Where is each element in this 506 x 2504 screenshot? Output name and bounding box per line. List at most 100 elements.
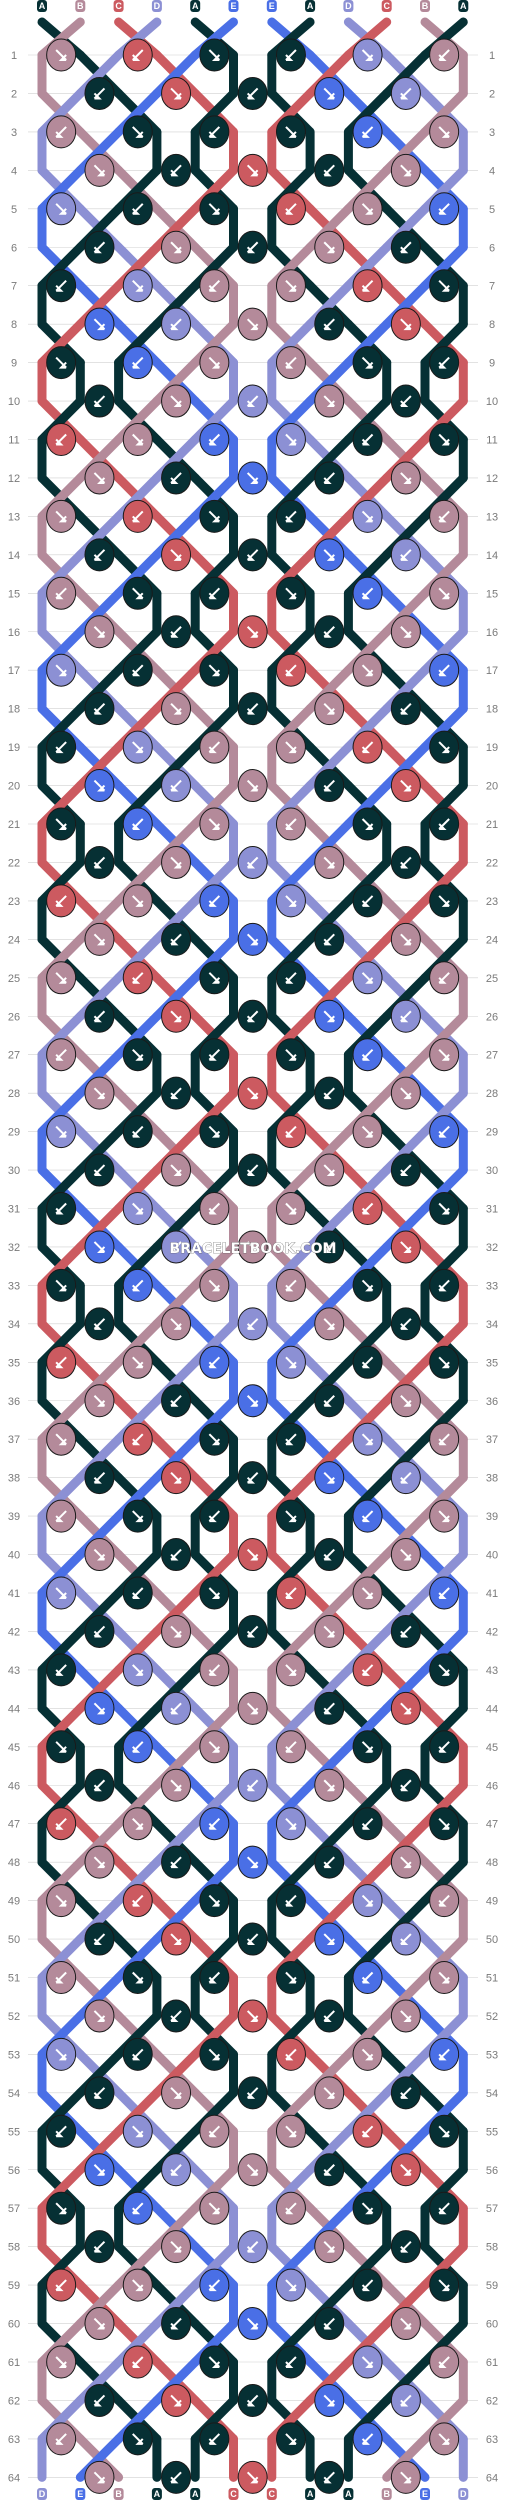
knot	[199, 192, 230, 226]
knot-arrow-icon	[400, 2164, 412, 2176]
knot	[275, 1115, 306, 1149]
knot-arrowhead-icon	[441, 131, 450, 138]
knot-arrow-icon	[170, 1087, 182, 1099]
knot	[161, 153, 192, 187]
knot	[199, 423, 230, 456]
knot	[46, 423, 77, 456]
knot-arrowhead-icon	[285, 1899, 294, 1907]
knot-arrow-icon	[55, 1048, 67, 1061]
knot-arrowhead-icon	[285, 208, 294, 215]
knot-arrow-icon	[55, 741, 67, 753]
knot	[352, 2422, 383, 2456]
knot-arrow-icon	[93, 856, 106, 869]
knot-arrowhead-icon	[211, 669, 221, 677]
string-end-tab	[420, 2488, 430, 2500]
knot-arrow-icon	[208, 356, 221, 369]
knot-arrow-icon	[285, 2202, 297, 2214]
knot-arrowhead-icon	[55, 1976, 64, 1984]
knot-arrow-icon	[361, 1356, 374, 1369]
knot-arrow-icon	[323, 779, 335, 792]
string-start-tab	[420, 0, 430, 12]
knot	[352, 346, 383, 380]
knot	[199, 1653, 230, 1687]
knot	[390, 1076, 421, 1110]
row-number-right: 61	[486, 2357, 498, 2369]
knot-arrowhead-icon	[55, 1822, 64, 1830]
knot	[275, 115, 306, 149]
knot-arrowhead-icon	[403, 631, 412, 638]
knot-arrow-icon	[170, 164, 182, 177]
knot-arrow-icon	[438, 1125, 450, 1138]
knot	[46, 2345, 77, 2379]
knot-arrowhead-icon	[250, 2322, 259, 2330]
string-end-tab	[266, 2488, 277, 2500]
knot-arrowhead-icon	[250, 1092, 259, 1100]
knot-arrow-icon	[285, 818, 297, 830]
knot-arrow-icon	[323, 1779, 335, 1791]
knot-arrow-icon	[170, 1702, 182, 1715]
row-number-right: 59	[486, 2280, 498, 2292]
knot-arrowhead-icon	[361, 284, 370, 292]
knot-arrow-icon	[400, 472, 412, 484]
knot	[46, 269, 77, 303]
knot-arrowhead-icon	[403, 477, 412, 484]
knot-arrowhead-icon	[361, 1822, 370, 1830]
knot-arrow-icon	[55, 1664, 67, 1676]
knot-arrowhead-icon	[288, 1976, 297, 1984]
knot-arrow-icon	[132, 1356, 144, 1369]
knot-arrowhead-icon	[400, 1015, 409, 1023]
knot-arrow-icon	[323, 318, 335, 330]
knot-arrow-icon	[400, 1702, 412, 1715]
knot	[314, 1999, 345, 2033]
knot	[84, 1768, 115, 1802]
knot	[122, 1268, 153, 1302]
knot	[122, 1653, 153, 1687]
knot-arrowhead-icon	[211, 361, 221, 369]
row-number-left: 22	[8, 857, 20, 869]
knot	[275, 192, 306, 226]
knot	[84, 1999, 115, 2033]
knot-arrowhead-icon	[361, 900, 370, 907]
knot	[237, 461, 268, 495]
knot	[122, 192, 153, 226]
knot	[161, 76, 192, 110]
knot-arrow-icon	[93, 779, 106, 792]
knot-arrowhead-icon	[250, 631, 259, 638]
row-number-right: 3	[489, 127, 495, 139]
knot	[161, 1307, 192, 1341]
knot-arrow-icon	[285, 2433, 297, 2445]
knot	[84, 922, 115, 956]
knot	[314, 1461, 345, 1495]
knot	[161, 384, 192, 418]
knot-arrowhead-icon	[93, 400, 102, 408]
knot	[199, 1807, 230, 1841]
knot-arrowhead-icon	[170, 2169, 179, 2176]
row-number-left: 60	[8, 2319, 20, 2331]
knot-arrow-icon	[93, 1010, 106, 1022]
string-start-tab	[190, 0, 201, 12]
knot-arrow-icon	[438, 1356, 450, 1369]
knot-arrowhead-icon	[438, 1899, 447, 1907]
knot	[84, 692, 115, 726]
knot	[314, 922, 345, 956]
knot-arrow-icon	[246, 2164, 259, 2176]
knot	[199, 2345, 230, 2379]
knot-arrowhead-icon	[400, 1784, 409, 1792]
row-number-right: 63	[486, 2434, 498, 2446]
knot-arrow-icon	[55, 1202, 67, 1215]
knot-arrow-icon	[93, 2240, 106, 2253]
knot-arrow-icon	[170, 2010, 182, 2022]
row-number-left: 33	[8, 1280, 20, 1292]
knot-arrowhead-icon	[208, 284, 217, 292]
row-number-right: 53	[486, 2049, 498, 2061]
knot-arrow-icon	[208, 664, 221, 676]
knot	[390, 2153, 421, 2187]
knot	[199, 730, 230, 764]
knot-arrow-icon	[246, 1625, 259, 1638]
knot	[275, 269, 306, 303]
knot-arrowhead-icon	[365, 1438, 374, 1446]
knot	[199, 115, 230, 149]
knot-arrow-icon	[285, 49, 297, 61]
knot-arrow-icon	[170, 2317, 182, 2330]
knot-arrow-icon	[93, 1318, 106, 1330]
